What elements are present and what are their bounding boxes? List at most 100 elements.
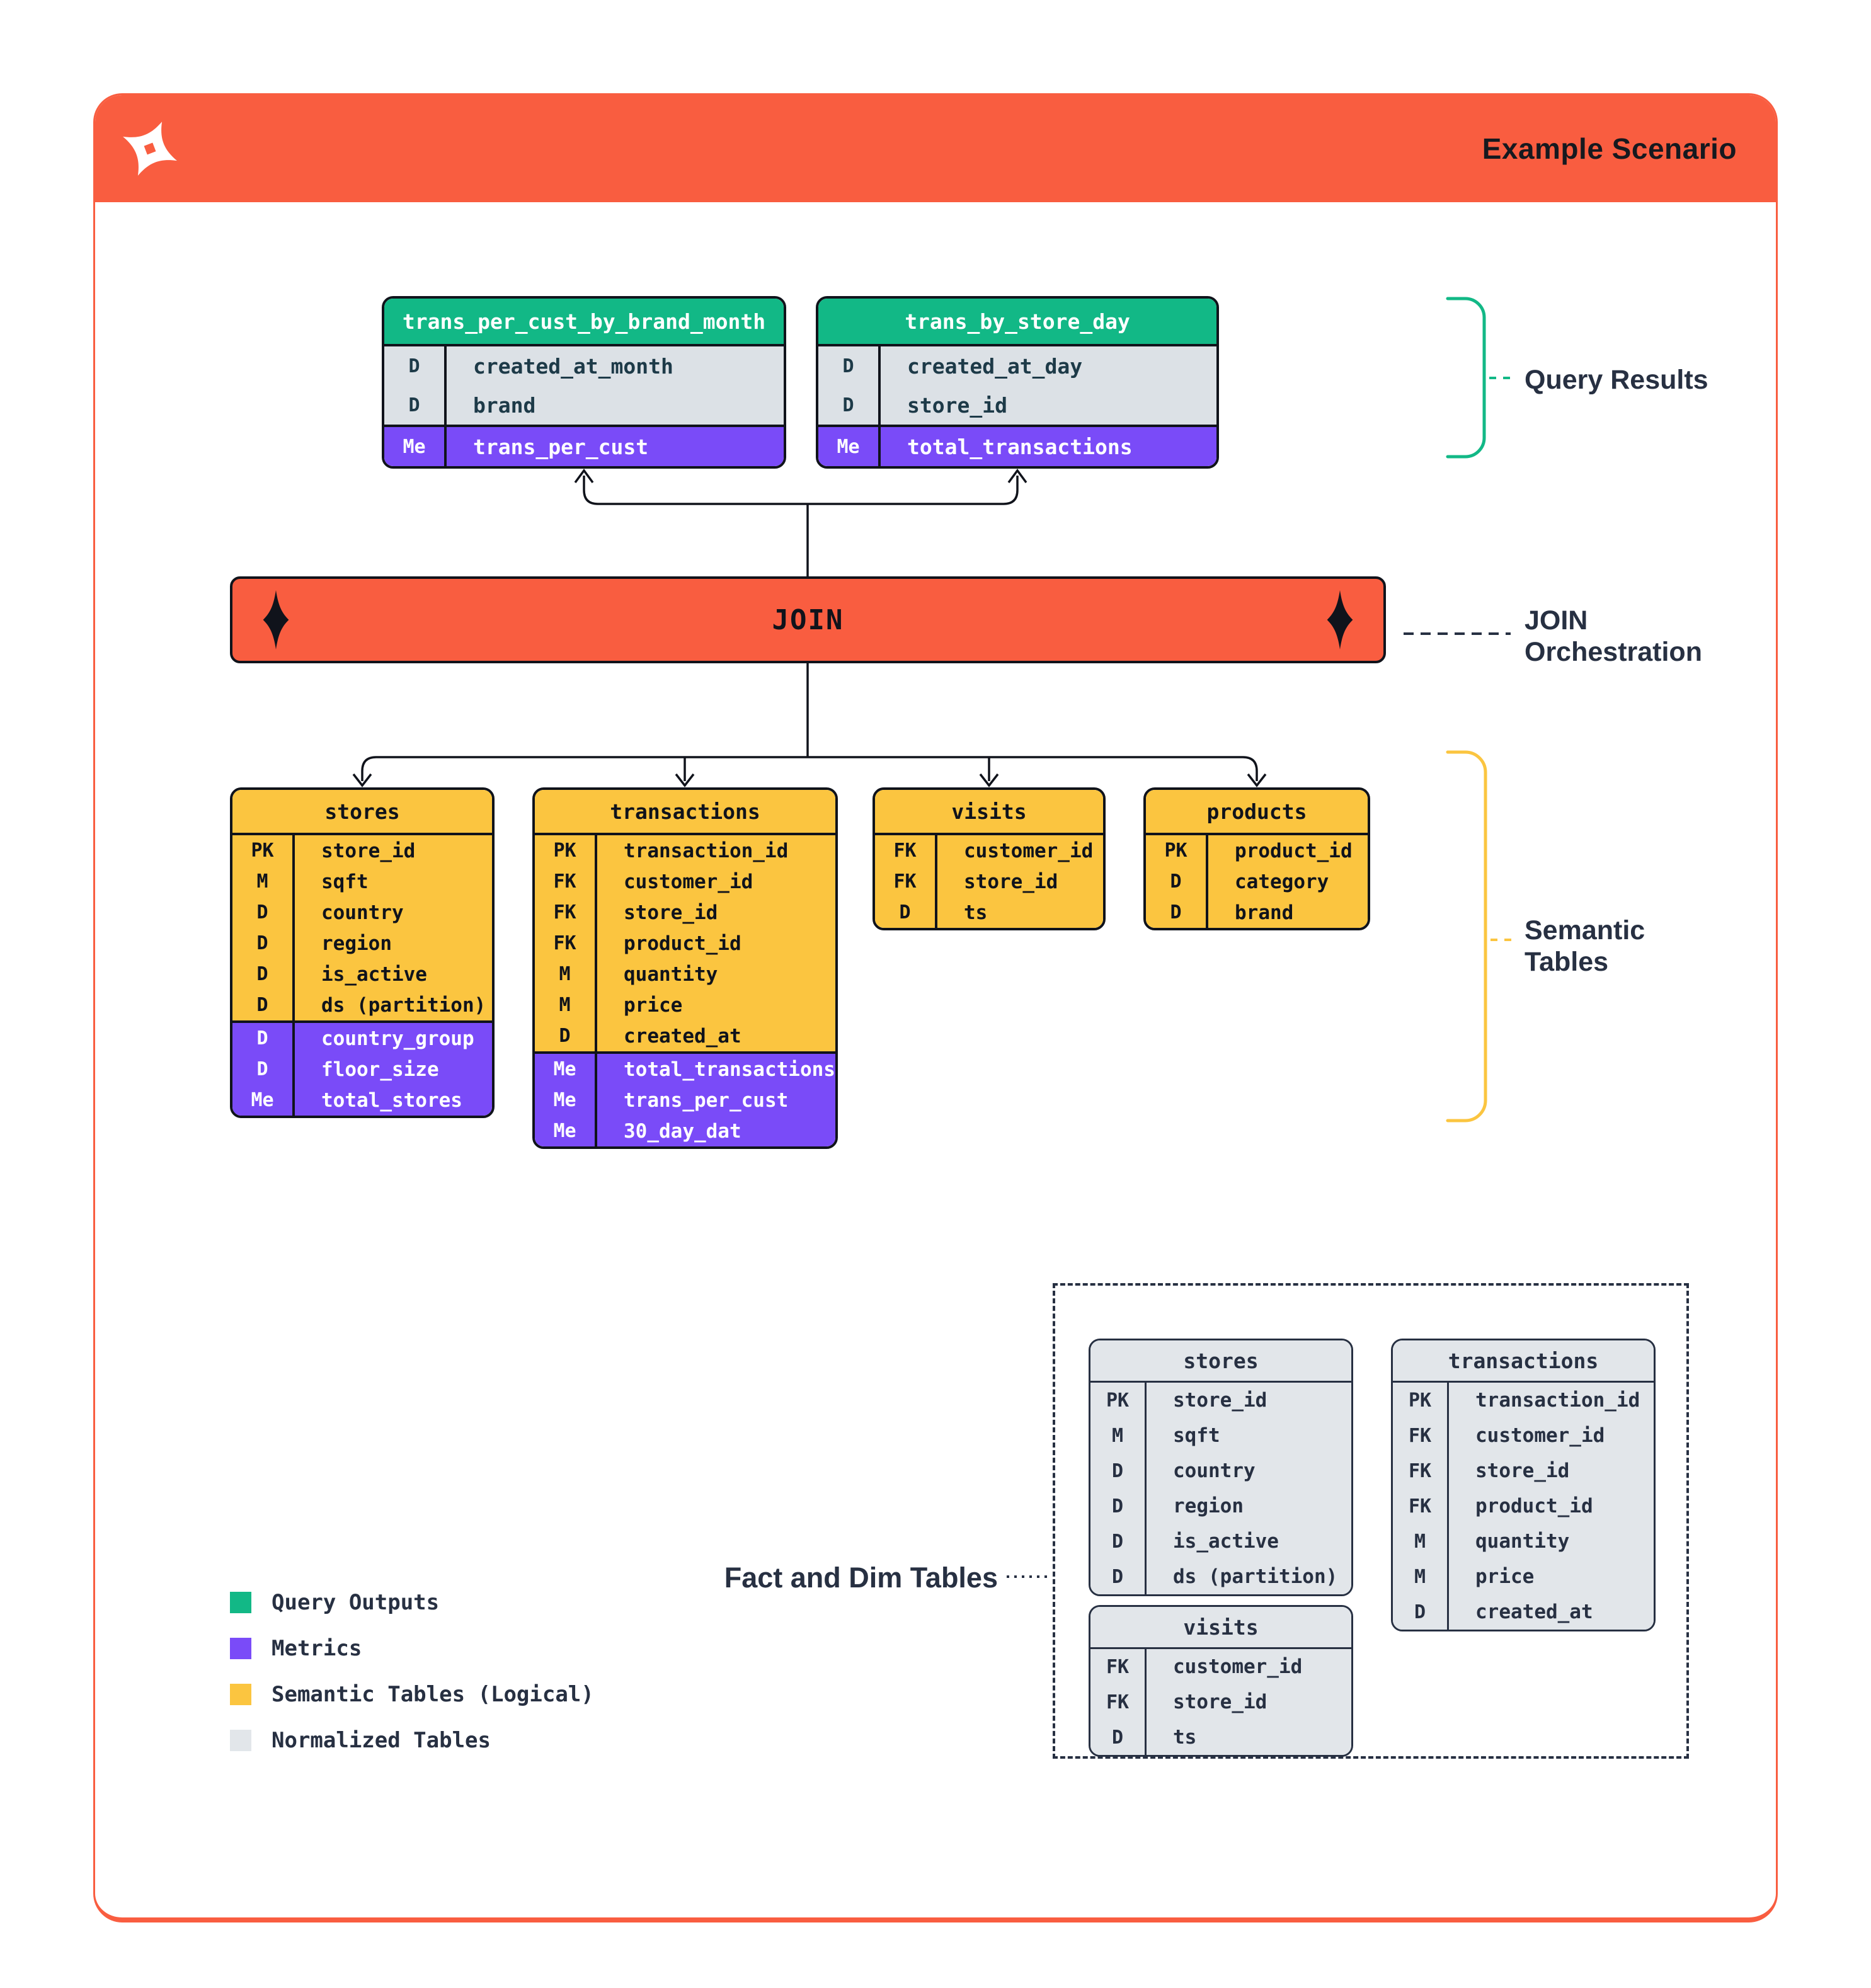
row-key: D [384, 346, 447, 386]
row-key: D [1146, 866, 1208, 897]
row-value: brand [473, 392, 536, 418]
row-key: D [1090, 1559, 1147, 1594]
table-row: Me 30_day_dat [535, 1116, 835, 1146]
row-key: D [818, 386, 881, 425]
row-value: store_id [321, 839, 416, 862]
row-value: transaction_id [1475, 1389, 1640, 1412]
legend-label: Query Outputs [272, 1590, 440, 1615]
row-key: D [875, 897, 937, 928]
row-value: country [321, 901, 404, 924]
legend-label: Normalized Tables [272, 1728, 491, 1753]
page-title: Example Scenario [1482, 132, 1737, 165]
table-title: trans_per_cust_by_brand_month [384, 299, 784, 346]
row-key: PK [1090, 1383, 1147, 1418]
row-value: created_at [624, 1024, 741, 1048]
row-value: customer_id [1475, 1424, 1605, 1447]
row-key: Me [535, 1116, 597, 1146]
row-value: region [321, 932, 392, 955]
normalized-tables-swatch-icon [230, 1730, 251, 1751]
row-value: product_id [1235, 839, 1353, 862]
row-value: total_transactions [624, 1058, 835, 1081]
legend: Query Outputs Metrics Semantic Tables (L… [230, 1590, 594, 1774]
row-value: is_active [1173, 1530, 1279, 1553]
legend-label: Semantic Tables (Logical) [272, 1682, 594, 1707]
row-key: Me [535, 1085, 597, 1116]
row-key: PK [1146, 835, 1208, 866]
row-value: created_at [1475, 1601, 1593, 1623]
row-value: brand [1235, 901, 1294, 924]
row-value: product_id [624, 932, 741, 955]
row-value: price [1475, 1565, 1535, 1588]
card-header: Example Scenario [95, 95, 1776, 202]
row-value: sqft [1173, 1424, 1220, 1447]
row-key: PK [535, 835, 597, 866]
row-key: M [1393, 1559, 1449, 1594]
row-value: store_id [964, 870, 1058, 893]
row-value: total_transactions [907, 434, 1133, 459]
row-key: D [1090, 1488, 1147, 1524]
join-orchestration-label: JOIN Orchestration [1525, 605, 1702, 667]
row-value: ts [1173, 1726, 1197, 1749]
table-title: transactions [1393, 1340, 1654, 1383]
metrics-swatch-icon [230, 1638, 251, 1659]
row-value: customer_id [1173, 1655, 1303, 1678]
row-key: D [535, 1020, 597, 1051]
row-value: sqft [321, 870, 369, 893]
query-outputs-swatch-icon [230, 1592, 251, 1613]
row-key: Me [535, 1054, 597, 1085]
dagster-logo-icon [123, 122, 177, 176]
row-key: Me [232, 1085, 295, 1116]
row-key: D [232, 959, 295, 990]
row-value: 30_day_dat [624, 1119, 741, 1143]
row-value: category [1235, 870, 1329, 893]
row-value: ts [964, 901, 988, 924]
row-value: store_id [907, 392, 1007, 418]
row-value: trans_per_cust [473, 434, 649, 459]
table-title: products [1146, 790, 1368, 835]
fact-dim-tables-box [1053, 1283, 1689, 1759]
row-value: floor_size [321, 1058, 439, 1081]
row-key: FK [1393, 1453, 1449, 1488]
row-key: D [1146, 897, 1208, 928]
row-key: FK [1393, 1488, 1449, 1524]
row-value: country_group [321, 1027, 474, 1050]
join-label: JOIN [772, 603, 844, 636]
table-title: transactions [535, 790, 835, 835]
row-value: store_id [624, 901, 718, 924]
row-value: store_id [1173, 1691, 1267, 1713]
